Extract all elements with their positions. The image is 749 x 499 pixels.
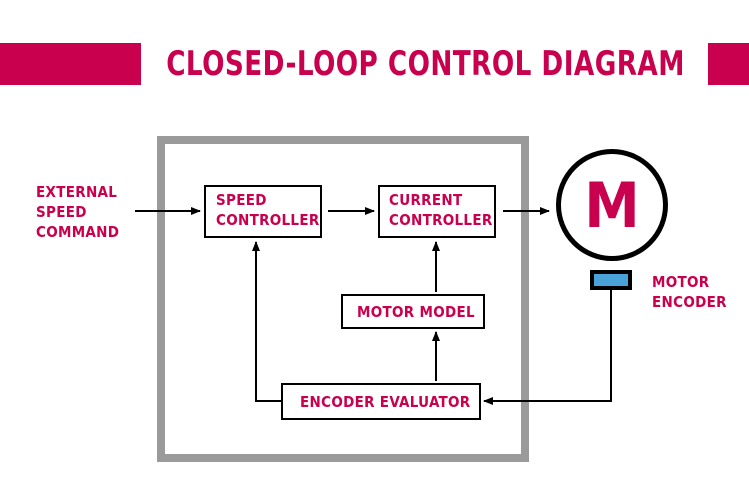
current-controller-block: CURRENT CONTROLLER	[378, 185, 496, 238]
arrow-encoder-to-evaluator	[483, 290, 612, 405]
external-speed-command: EXTERNAL SPEED COMMAND	[36, 183, 120, 241]
encoder-evaluator-block: ENCODER EVALUATOR	[281, 383, 481, 420]
motor-encoder-label: MOTOR ENCODER	[652, 273, 727, 311]
motor-symbol: M	[556, 149, 668, 261]
title-bar-right	[708, 43, 749, 85]
title-bar-left	[0, 43, 141, 85]
motor-model-block: MOTOR MODEL	[341, 294, 485, 329]
arrow-evaluator-to-speed	[252, 241, 281, 402]
motor-encoder	[590, 270, 632, 290]
diagram-title: CLOSED-LOOP CONTROL DIAGRAM	[166, 44, 685, 84]
speed-controller-block: SPEED CONTROLLER	[204, 185, 322, 238]
controller-frame	[157, 136, 529, 462]
